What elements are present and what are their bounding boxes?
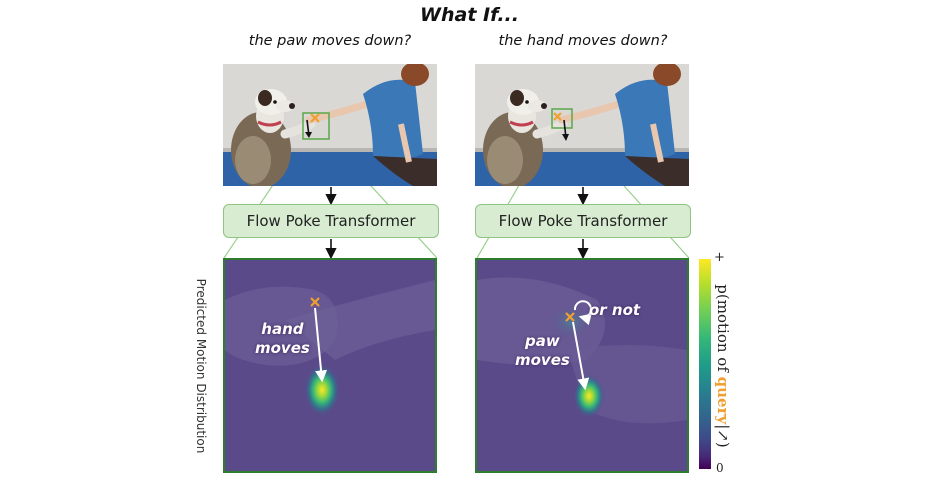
dog-person-illustration-left bbox=[223, 64, 437, 186]
colorbar-min-label: 0 bbox=[716, 461, 724, 475]
y-axis-label: Predicted Motion Distribution bbox=[194, 278, 208, 454]
photo-right bbox=[475, 64, 689, 186]
motion-label-right-line1: paw bbox=[525, 332, 560, 350]
colorbar-label-query: query bbox=[714, 376, 732, 425]
photo-left bbox=[223, 64, 437, 186]
heatmap-panel-left: hand moves bbox=[223, 258, 437, 473]
motion-label-right-line2: moves bbox=[515, 351, 570, 369]
dog-person-illustration-right bbox=[475, 64, 689, 186]
model-box-left: Flow Poke Transformer bbox=[223, 204, 439, 238]
motion-label-left-line1: hand bbox=[261, 320, 304, 338]
caption-left: the paw moves down? bbox=[248, 33, 412, 49]
colorbar bbox=[699, 259, 711, 469]
model-box-right: Flow Poke Transformer bbox=[475, 204, 691, 238]
extra-label-right: or not bbox=[589, 301, 641, 319]
motion-label-right: paw moves bbox=[515, 332, 570, 370]
caption-right: the hand moves down? bbox=[498, 33, 668, 49]
motion-label-left: hand moves bbox=[255, 320, 310, 358]
colorbar-max-label: + bbox=[714, 250, 725, 265]
heatmap-panel-right: or not paw moves bbox=[475, 258, 689, 473]
heatmap-right bbox=[477, 260, 687, 471]
figure-title: What If... bbox=[420, 4, 519, 26]
colorbar-label: p(motion of query|↗) bbox=[712, 256, 732, 476]
motion-label-left-line2: moves bbox=[255, 339, 310, 357]
heatmap-left bbox=[225, 260, 435, 471]
colorbar-label-suffix: |↗) bbox=[714, 424, 732, 448]
colorbar-label-prefix: p(motion of bbox=[714, 284, 732, 377]
